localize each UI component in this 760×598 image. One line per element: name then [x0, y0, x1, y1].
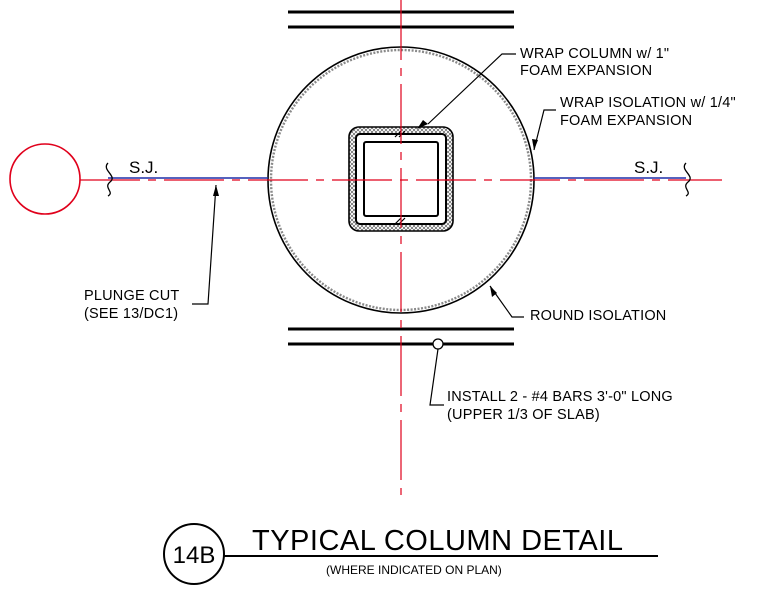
centerlines	[80, 0, 722, 495]
wrap-isolation-label-line2: FOAM EXPANSION	[560, 113, 692, 129]
plunge-cut-label-line1: PLUNGE CUT	[84, 288, 179, 304]
wrap-column-label-line2: FOAM EXPANSION	[520, 63, 652, 79]
adjacent-column-circle	[9, 143, 81, 215]
install-bars-label-line1: INSTALL 2 - #4 BARS 3'-0" LONG	[447, 389, 673, 405]
plunge-cut-label-line2: (SEE 13/DC1)	[84, 306, 178, 322]
break-line-left	[105, 162, 113, 197]
wrap-isolation-label-line1: WRAP ISOLATION w/ 1/4"	[560, 95, 736, 111]
detail-title: TYPICAL COLUMN DETAIL	[252, 525, 623, 557]
rebar-callout-circle	[432, 338, 444, 350]
leader-lines	[192, 53, 556, 406]
detail-number: 14B	[173, 542, 216, 569]
sj-label-right: S.J.	[634, 158, 663, 177]
leader-arrowheads	[213, 120, 538, 297]
round-isolation-label: ROUND ISOLATION	[530, 308, 666, 324]
wrap-column-label-line1: WRAP COLUMN w/ 1"	[520, 46, 669, 62]
detail-subtitle: (WHERE INDICATED ON PLAN)	[326, 563, 502, 577]
detail-number-circle	[163, 523, 225, 585]
wrap-hatch-marks	[394, 130, 406, 225]
install-bars-label-line2: (UPPER 1/3 OF SLAB)	[447, 407, 600, 423]
sj-label-left: S.J.	[129, 158, 158, 177]
break-line-right	[683, 162, 691, 197]
